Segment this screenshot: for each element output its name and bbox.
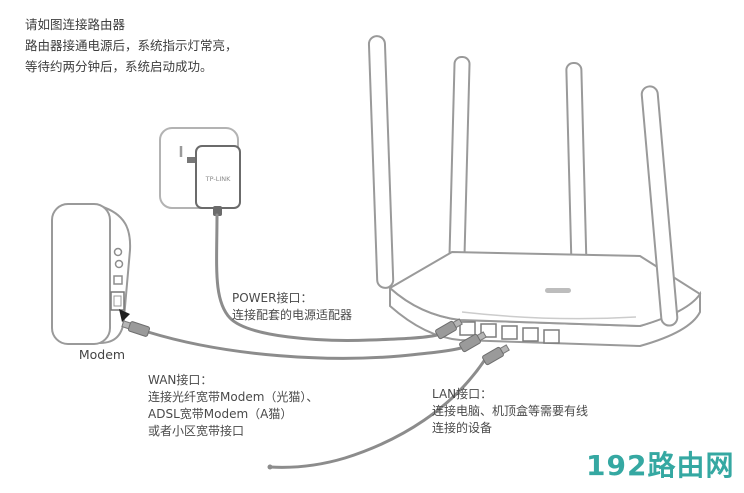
instructions-line-3: 等待约两分钟后，系统启动成功。 — [25, 59, 213, 74]
modem-switch — [113, 275, 123, 285]
wan-callout-line-3: 或者小区宽带接口 — [148, 424, 245, 438]
router-port-3 — [501, 325, 518, 340]
wan-callout: WAN接口： 连接光纤宽带Modem（光猫）、 ADSL宽带Modem（A猫） … — [148, 372, 318, 440]
router-logo — [545, 288, 571, 293]
insert-arrow-icon — [119, 309, 130, 322]
adapter-brand-text: TP-LINK — [205, 175, 231, 183]
lan-cable — [268, 359, 486, 469]
modem-ethernet-port-inner — [113, 295, 122, 307]
wan-callout-title: WAN接口： — [148, 373, 213, 387]
antenna-3 — [565, 62, 588, 277]
modem-ethernet-port — [110, 291, 125, 311]
router-top — [388, 250, 702, 328]
watermark: 192路由网 — [586, 449, 735, 482]
power-plug — [435, 318, 463, 340]
lan-callout-title: LAN接口： — [432, 387, 493, 401]
router-port-4 — [522, 327, 539, 342]
power-callout-line-1: 连接配套的电源适配器 — [232, 308, 353, 322]
router-antennas-back — [367, 35, 588, 289]
lan-callout: LAN接口： 连接电脑、机顶盒等需要有线 连接的设备 — [432, 386, 588, 437]
setup-instructions: 请如图连接路由器 路由器接通电源后，系统指示灯常亮， 等待约两分钟后，系统启动成… — [25, 14, 238, 77]
modem-label: Modem — [78, 347, 126, 362]
wan-callout-line-1: 连接光纤宽带Modem（光猫）、 — [148, 390, 319, 404]
lan-callout-line-1: 连接电脑、机顶盒等需要有线 — [432, 404, 589, 418]
antenna-1 — [367, 35, 395, 289]
power-adapter: TP-LINK — [187, 145, 241, 216]
lan-cable-tip — [267, 464, 273, 470]
power-callout: POWER接口： 连接配套的电源适配器 — [232, 290, 352, 324]
adapter-cord-boot — [213, 206, 222, 216]
instructions-line-2: 路由器接通电源后，系统指示灯常亮， — [25, 38, 238, 53]
instructions-line-1: 请如图连接路由器 — [25, 17, 126, 32]
antenna-2 — [448, 56, 471, 268]
wan-plug — [459, 331, 487, 353]
lan-plug — [482, 344, 510, 366]
router-port-1 — [459, 321, 476, 336]
modem-front — [51, 203, 111, 345]
power-callout-title: POWER接口： — [232, 291, 313, 305]
wan-callout-line-2: ADSL宽带Modem（A猫） — [148, 407, 293, 421]
antenna-4 — [640, 85, 679, 327]
power-cable — [215, 213, 439, 342]
router-port-5 — [543, 329, 560, 344]
lan-callout-line-2: 连接的设备 — [432, 421, 493, 435]
modem-plug — [121, 320, 151, 337]
modem-button-2 — [114, 259, 124, 269]
router-ridge — [461, 311, 637, 320]
adapter-prong — [187, 157, 198, 163]
modem — [51, 203, 132, 345]
modem-button-1 — [113, 247, 123, 257]
wan-cable — [146, 330, 463, 360]
cables — [146, 213, 486, 470]
